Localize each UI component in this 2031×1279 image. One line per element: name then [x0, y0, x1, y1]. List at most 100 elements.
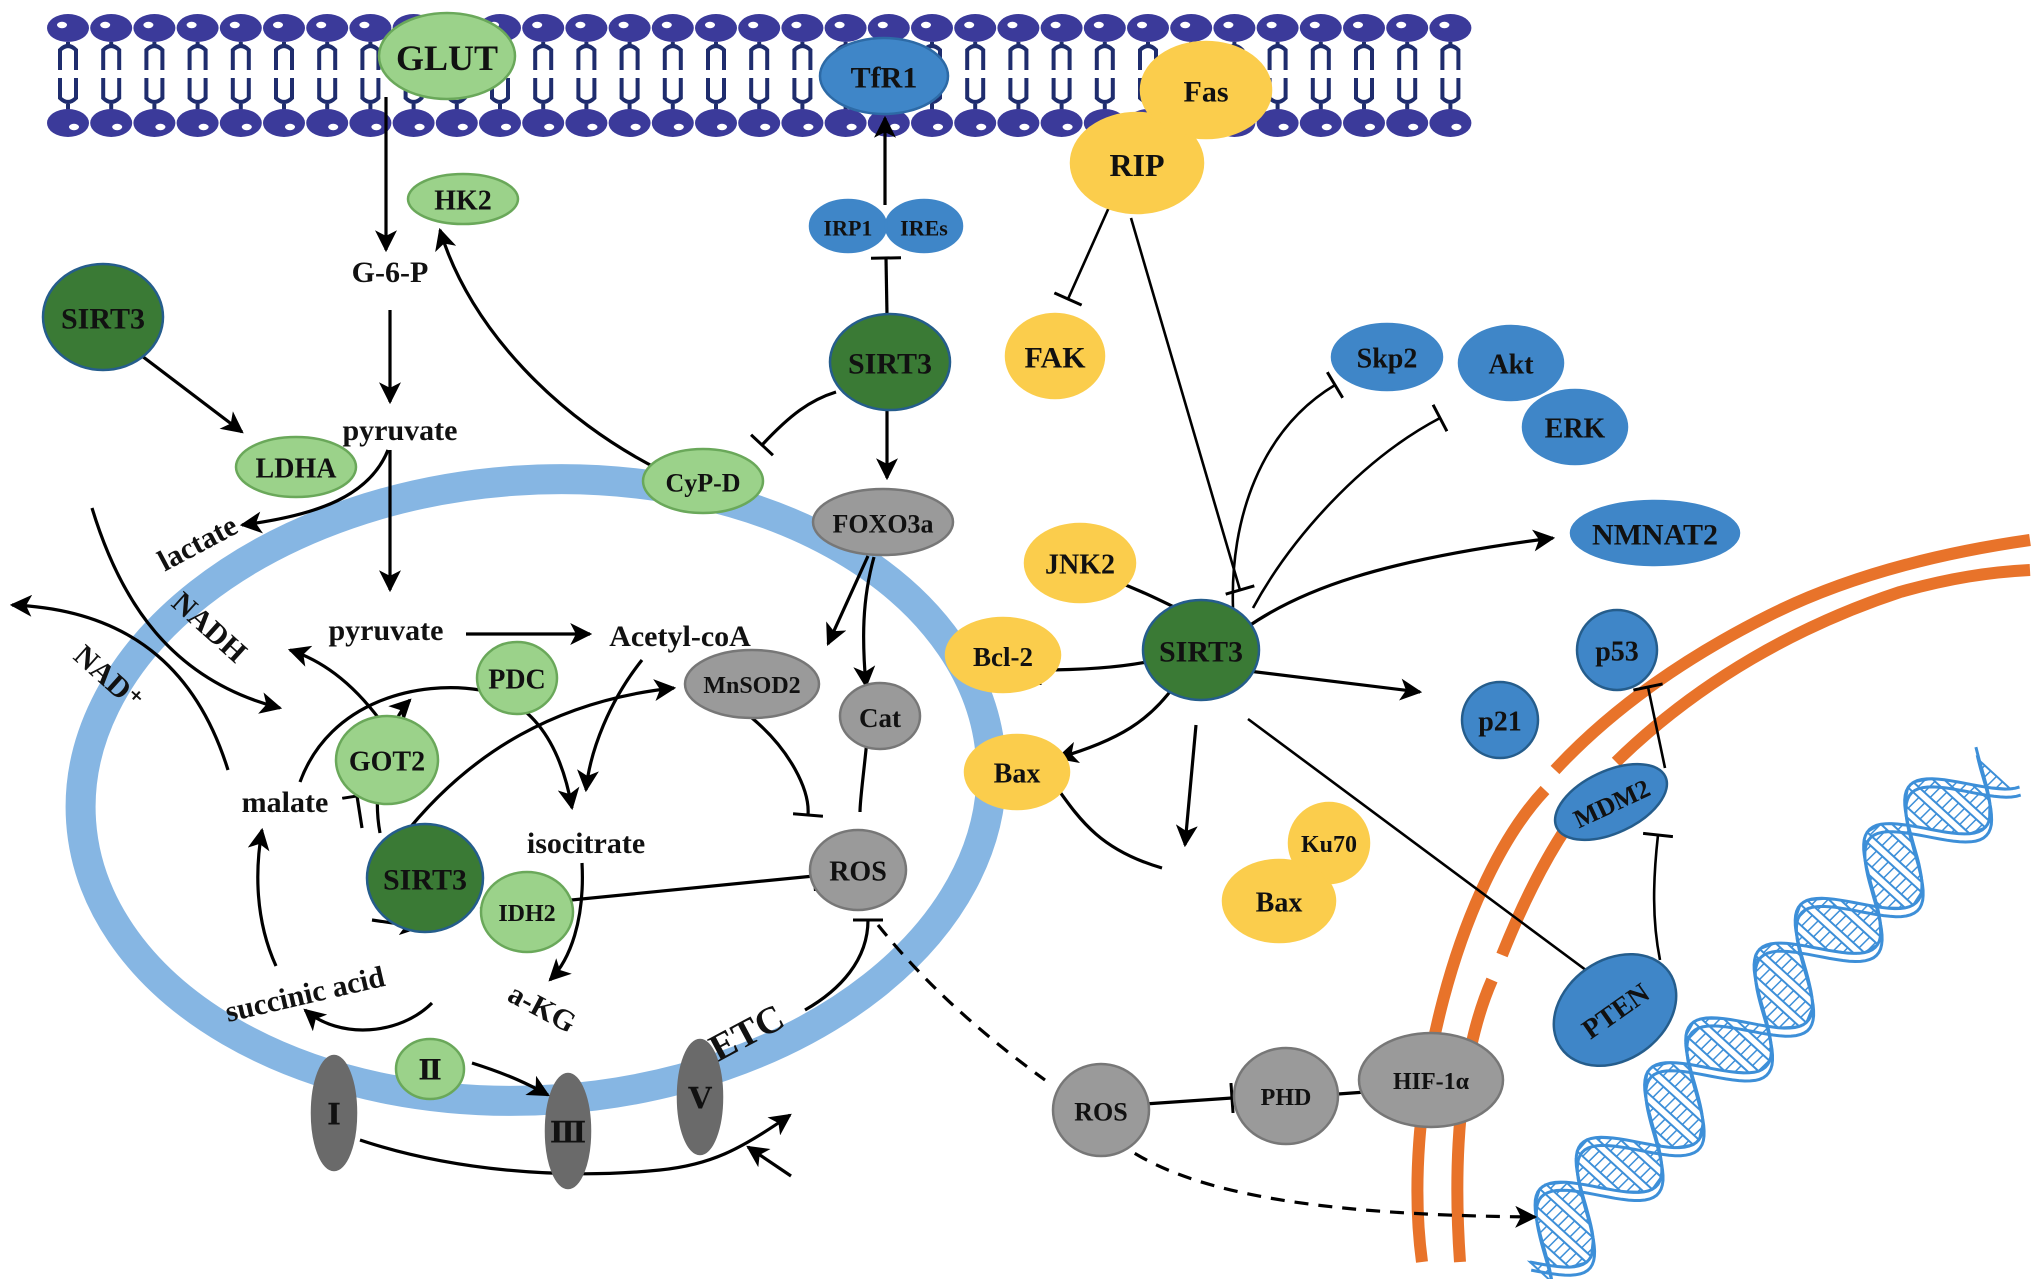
node-complex-i: Ⅰ — [310, 1054, 358, 1172]
node-label: CyP-D — [665, 469, 740, 498]
edge-cypd-hk2 — [435, 227, 661, 472]
node-idh2: IDH2 — [479, 870, 575, 954]
edge-ku70-bax — [1041, 775, 1163, 870]
node-label: Cat — [859, 703, 901, 733]
edge-complex1-complex5 — [359, 1113, 792, 1176]
node-label: LDHA — [256, 454, 338, 485]
label-akg: a-KG — [503, 977, 582, 1040]
phospholipid-icon — [349, 14, 392, 137]
node-shape — [811, 487, 955, 557]
node-shape — [479, 870, 575, 954]
label-pyruvate-cyto: pyruvate — [343, 414, 458, 447]
node-label: FOXO3a — [832, 510, 933, 539]
edge-mdm2-p53 — [1633, 682, 1667, 769]
node-shape — [641, 447, 765, 515]
node-shape — [1575, 608, 1659, 692]
phospholipid-icon — [608, 14, 651, 137]
node-p53: p53 — [1575, 608, 1659, 692]
node-shape — [838, 681, 922, 751]
label-succinic-acid: succinic acid — [222, 960, 388, 1029]
node-label: Ⅴ — [687, 1083, 712, 1116]
node-shape — [1521, 388, 1629, 466]
node-label: FAK — [1024, 342, 1086, 375]
node-pten: PTEN — [1552, 952, 1678, 1068]
node-label: SIRT3 — [383, 864, 467, 897]
node-shape — [1221, 858, 1337, 944]
edge-succinate-malate — [247, 827, 278, 967]
edge-nad-plus — [9, 594, 230, 771]
node-shape — [1457, 324, 1565, 402]
node-label: PHD — [1261, 1085, 1312, 1111]
metabolite-labels: G-6-P pyruvate lactate NADH NAD⁺ pyruvat… — [67, 256, 791, 1070]
node-bax1: Bax — [963, 733, 1071, 811]
phospholipid-icon — [954, 14, 997, 137]
phospholipid-icon — [1429, 14, 1472, 137]
node-shape — [365, 822, 485, 934]
node-cat: Cat — [838, 681, 922, 751]
edge-ros-dna — [1114, 1138, 1538, 1228]
node-shape — [234, 435, 358, 499]
edge-sirt3-got2 — [341, 792, 373, 829]
node-label: SIRT3 — [848, 348, 932, 381]
edge-sirt3-bax — [1055, 684, 1177, 764]
node-label: Fas — [1184, 76, 1229, 109]
node-ros-mito: ROS — [808, 828, 908, 912]
phospholipid-icon — [565, 14, 608, 137]
node-shape — [475, 640, 559, 716]
node-label: ROS — [1074, 1098, 1127, 1127]
node-label: PDC — [488, 665, 546, 696]
node-label: p53 — [1595, 637, 1639, 668]
node-label: Ⅲ — [550, 1117, 587, 1150]
edge-pten-mdm2 — [1642, 831, 1674, 961]
edge-sirt3-skp2 — [1231, 371, 1345, 609]
node-label: Ⅱ — [418, 1056, 442, 1087]
node-shape — [41, 262, 165, 372]
edge-isocitrate-akg — [548, 862, 584, 982]
node-label: GOT2 — [349, 747, 425, 778]
node-hif1a: HIF-1α — [1357, 1031, 1505, 1129]
node-complex-iii: Ⅲ — [544, 1072, 592, 1190]
edge-sirt3-p21 — [1239, 668, 1423, 701]
edge-sirt3-complex5 — [746, 1145, 792, 1178]
edge-foxo3a-mnsod2 — [826, 555, 870, 647]
phospholipid-icon — [133, 14, 176, 137]
phospholipid-icon — [997, 14, 1040, 137]
interaction-edges — [9, 97, 1674, 1228]
node-label: Bax — [994, 759, 1041, 790]
phospholipid-icon — [1343, 14, 1385, 137]
label-pyruvate-mito: pyruvate — [329, 614, 444, 647]
edge-akg-succinate — [303, 1001, 434, 1032]
edge-etc-ros — [804, 918, 884, 1012]
node-p21: p21 — [1460, 680, 1540, 760]
node-label: Bcl-2 — [973, 642, 1033, 672]
node-mnsod2: MnSOD2 — [683, 648, 821, 720]
node-shape — [1232, 1046, 1340, 1146]
node-pdc: PDC — [475, 640, 559, 716]
edge-ros-mito-to-cyto — [876, 924, 1046, 1082]
phospholipid-icon — [651, 14, 694, 137]
node-cypd: CyP-D — [641, 447, 765, 515]
edge-rip-sirt3 — [1129, 217, 1255, 596]
node-shape — [1357, 1031, 1505, 1129]
node-shape — [963, 733, 1071, 811]
node-shape — [334, 714, 440, 806]
node-sirt3-left: SIRT3 — [41, 262, 165, 372]
node-shape — [1141, 598, 1261, 702]
node-shape — [1004, 312, 1106, 400]
dna-helix-icon — [1526, 746, 2022, 1279]
node-rip: RIP — [1069, 111, 1205, 215]
node-shape — [377, 11, 517, 101]
node-label: ROS — [829, 857, 887, 888]
node-label: Skp2 — [1357, 344, 1418, 375]
node-complex-ii: Ⅱ — [394, 1037, 466, 1101]
phospholipid-icon — [781, 14, 824, 137]
node-label: Akt — [1488, 350, 1534, 381]
label-isocitrate: isocitrate — [527, 827, 645, 860]
edge-nadh — [90, 507, 283, 714]
node-ros-cyto: ROS — [1051, 1062, 1151, 1158]
node-shape — [1569, 499, 1741, 567]
plasma-membrane — [47, 14, 1472, 137]
dna-strand — [1530, 785, 2022, 1277]
node-label: SIRT3 — [61, 303, 145, 336]
